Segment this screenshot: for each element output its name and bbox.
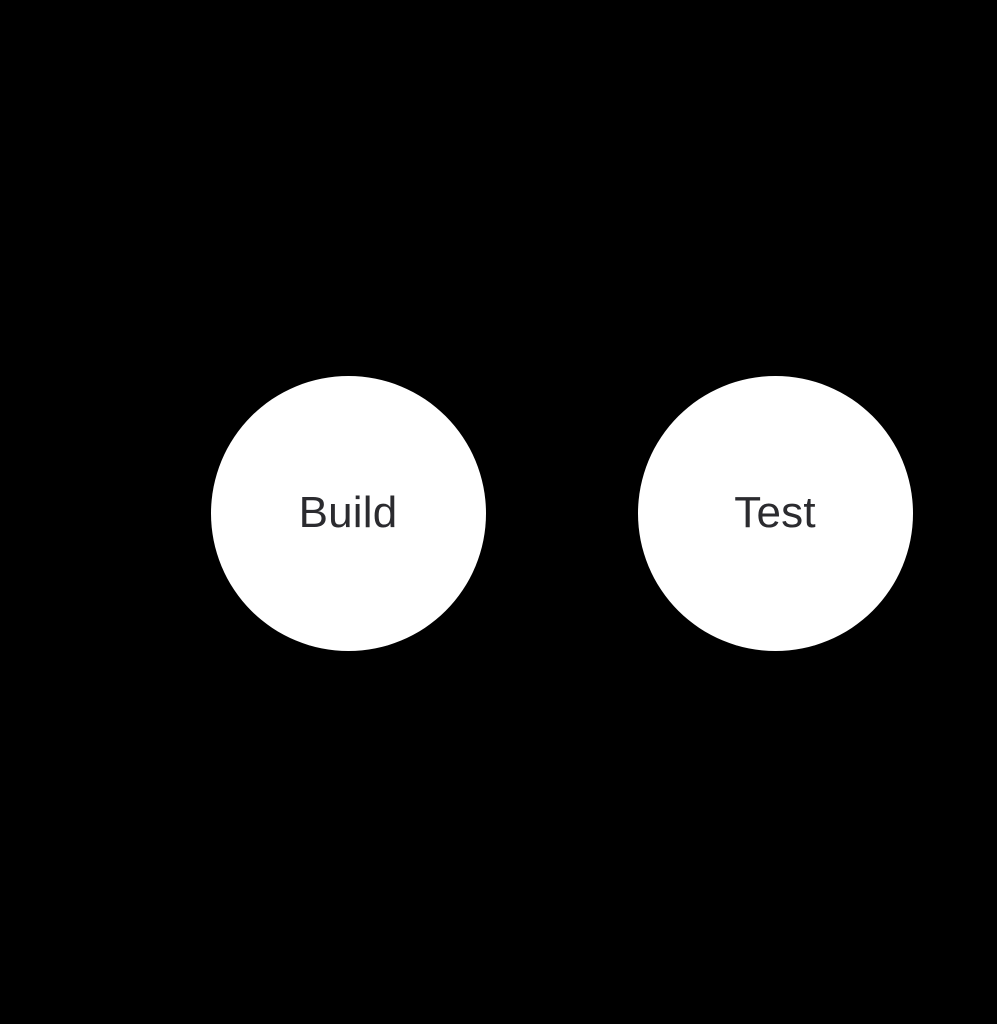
node-test-label: Test <box>734 488 816 537</box>
node-build[interactable]: Build <box>210 375 486 651</box>
node-build-label: Build <box>298 488 398 537</box>
node-test[interactable]: Test <box>637 375 913 651</box>
